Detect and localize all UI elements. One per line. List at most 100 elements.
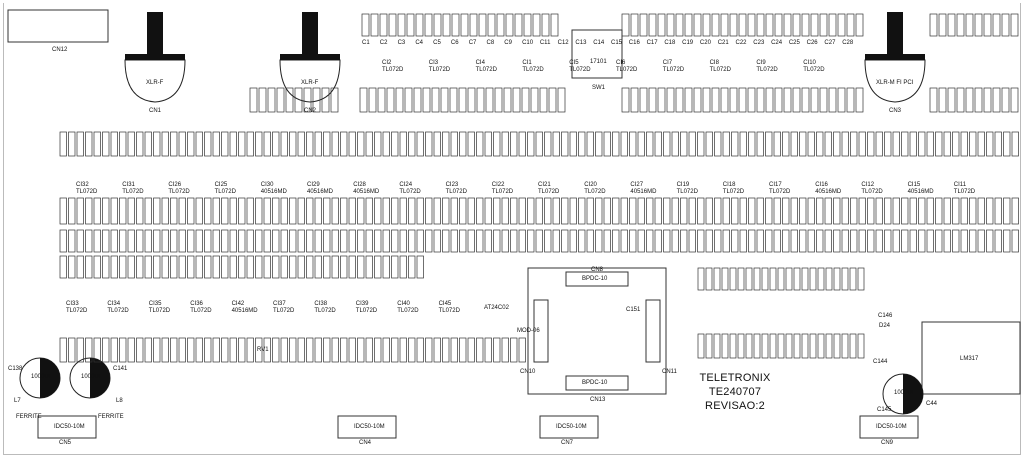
footprint xyxy=(433,229,441,253)
ic-part: TL072D xyxy=(76,189,98,195)
footprint xyxy=(340,337,348,363)
footprint xyxy=(255,197,263,225)
footprint xyxy=(408,229,416,253)
footprint xyxy=(824,197,832,225)
footprint xyxy=(76,255,84,279)
footprint xyxy=(294,87,303,113)
footprint xyxy=(769,333,777,359)
footprint xyxy=(637,131,645,157)
footprint xyxy=(501,131,509,157)
footprint xyxy=(102,197,110,225)
footprint xyxy=(204,229,212,253)
footprint xyxy=(416,337,424,363)
cn1-xlr-outline xyxy=(124,12,186,103)
footprint xyxy=(187,337,195,363)
ic-part: TL072D xyxy=(722,189,745,195)
footprint xyxy=(255,337,263,363)
footprint xyxy=(161,255,169,279)
cap-1000uf-right: 1000UF xyxy=(81,374,103,380)
ic-part: TL072D xyxy=(148,308,171,314)
footprint xyxy=(994,197,1002,225)
footprint xyxy=(365,229,373,253)
ic-label: CI5 xyxy=(569,60,579,66)
footprint xyxy=(809,267,817,291)
ic-label: CI37 xyxy=(273,301,286,307)
footprint xyxy=(348,255,356,279)
footprint xyxy=(221,337,229,363)
footprint xyxy=(756,131,764,157)
footprint xyxy=(391,197,399,225)
c145-label: C145 xyxy=(877,407,892,413)
footprint xyxy=(263,131,271,157)
footprint xyxy=(450,131,458,157)
footprint xyxy=(850,131,858,157)
footprint xyxy=(621,87,630,113)
footprint xyxy=(765,229,773,253)
footprint xyxy=(629,131,637,157)
ic-label: CI45 xyxy=(438,301,452,307)
ic-part: TL072D xyxy=(861,189,883,195)
footprint xyxy=(161,229,169,253)
board-code: TE240707 xyxy=(708,386,762,398)
capacitor-label: C16 xyxy=(628,40,640,46)
footprint xyxy=(833,229,841,253)
footprint xyxy=(476,337,484,363)
footprint xyxy=(680,197,688,225)
footprint xyxy=(374,337,382,363)
footprint xyxy=(469,13,478,37)
footprint xyxy=(323,131,331,157)
footprint xyxy=(747,13,756,37)
footprint xyxy=(397,13,406,37)
footprint xyxy=(314,255,322,279)
footprint xyxy=(331,337,339,363)
ic-label: CI34 xyxy=(107,301,121,307)
ic-label: CI10 xyxy=(803,60,816,66)
footprint xyxy=(467,131,475,157)
footprint xyxy=(561,131,569,157)
footprint xyxy=(857,267,865,291)
footprint xyxy=(952,229,960,253)
footprint xyxy=(756,87,765,113)
footprint xyxy=(722,229,730,253)
footprint xyxy=(918,131,926,157)
footprint xyxy=(793,333,801,359)
footprint xyxy=(306,197,314,225)
footprint xyxy=(246,255,254,279)
ic-label: CI29 xyxy=(307,182,320,188)
footprint xyxy=(59,131,67,157)
footprint xyxy=(884,229,892,253)
footprint xyxy=(59,337,67,363)
footprint xyxy=(729,333,737,359)
footprint xyxy=(212,255,220,279)
cn7-label: CN7 xyxy=(561,440,574,446)
footprint xyxy=(391,131,399,157)
footprint xyxy=(518,337,526,363)
footprint xyxy=(510,337,518,363)
footprint xyxy=(178,255,186,279)
footprint xyxy=(965,87,974,113)
ic-part: TL072D xyxy=(522,67,544,73)
footprint xyxy=(331,229,339,253)
footprint xyxy=(738,87,747,113)
lm317-label: LM317 xyxy=(960,356,979,362)
footprint xyxy=(246,197,254,225)
footprint xyxy=(314,131,322,157)
footprint xyxy=(909,131,917,157)
footprint xyxy=(119,229,127,253)
ic-part: 40516MD xyxy=(307,189,334,195)
footprint xyxy=(621,13,630,37)
footprint xyxy=(761,333,769,359)
footprint xyxy=(620,197,628,225)
footprint xyxy=(85,337,93,363)
footprint xyxy=(697,333,705,359)
footprint xyxy=(745,333,753,359)
footprint xyxy=(857,333,865,359)
footprint xyxy=(514,13,523,37)
ic-label: CI31 xyxy=(122,182,135,188)
footprint xyxy=(773,229,781,253)
footprint xyxy=(841,229,849,253)
footprint xyxy=(807,131,815,157)
footprint xyxy=(512,87,521,113)
